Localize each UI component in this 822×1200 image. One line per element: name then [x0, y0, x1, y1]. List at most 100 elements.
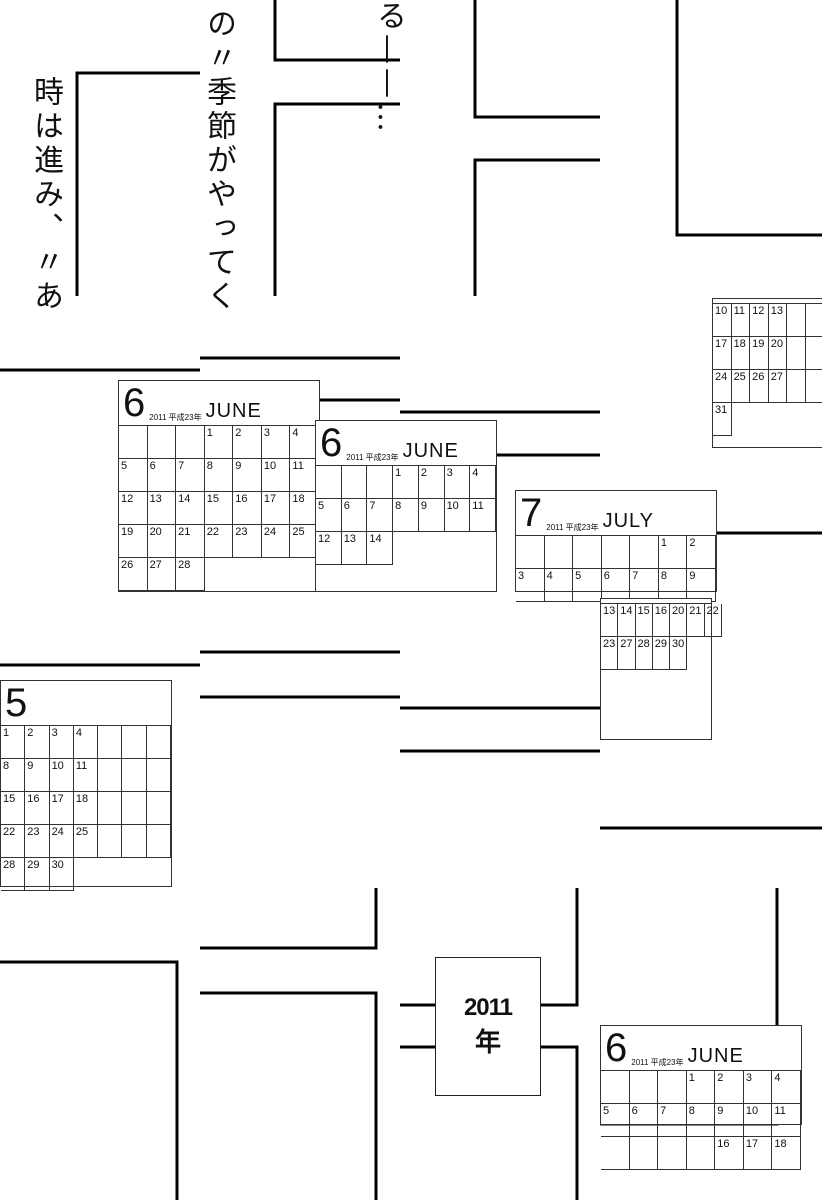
- calendar-day: [119, 426, 148, 459]
- calendar-day: 8: [686, 1104, 716, 1137]
- calendar-day: 30: [670, 637, 688, 670]
- calendar-day: [98, 726, 123, 759]
- calendar-day: [367, 466, 394, 499]
- calendar-day: 1: [204, 426, 234, 459]
- calendar-day: [341, 466, 368, 499]
- calendar-day: 8: [204, 459, 234, 492]
- calendar-year-label: 2011 平成23年: [546, 523, 599, 532]
- year-kanji: 年: [474, 1027, 501, 1057]
- calendar-day: [601, 1071, 630, 1104]
- calendar-day: 17: [261, 492, 291, 525]
- calendar-day: 29: [25, 858, 50, 891]
- calendar-day: [787, 304, 806, 337]
- calendar-day: 1: [686, 1071, 716, 1104]
- calendar-day: [122, 792, 147, 825]
- calendar-day: 10: [743, 1104, 773, 1137]
- calendar-day: [787, 337, 806, 370]
- calendar-day: 10: [444, 499, 471, 532]
- calendar-day: [146, 825, 171, 858]
- calendar-day: 22: [704, 604, 722, 637]
- calendar-day: 27: [618, 637, 636, 670]
- calendar-day: [573, 536, 602, 569]
- year-number: 2011: [463, 994, 513, 1021]
- caption-line-2: の〃季節がやってく: [201, 8, 236, 314]
- calendar-day: 11: [772, 1104, 801, 1137]
- caption-line-3: る——…: [371, 0, 406, 136]
- calendar-day: 8: [393, 499, 419, 532]
- calendar-day: 14: [367, 532, 394, 565]
- calendar-day: 1: [393, 466, 419, 499]
- calendar-month-number: 6: [123, 381, 146, 425]
- calendar-day: 5: [573, 569, 602, 602]
- calendar-day: 13: [768, 304, 788, 337]
- calendar-day: 16: [25, 792, 50, 825]
- calendar-day: [122, 825, 147, 858]
- calendar-day: 28: [1, 858, 26, 891]
- calendar-day: 10: [713, 304, 732, 337]
- calendar-day: 16: [233, 492, 262, 525]
- calendar-day: 3: [516, 569, 545, 602]
- calendar-day: 22: [1, 825, 26, 858]
- calendar-month-name: JUNE: [205, 400, 262, 422]
- calendar-day: 26: [119, 558, 148, 591]
- calendar-day: 9: [25, 759, 50, 792]
- calendar-day: 28: [635, 637, 653, 670]
- calendar-day: 12: [316, 532, 342, 565]
- calendar-day: [805, 337, 822, 370]
- calendar-day: 10: [49, 759, 74, 792]
- calendar-header: 5: [1, 681, 171, 725]
- calendar-day: 2: [687, 536, 716, 569]
- calendar-day: [544, 536, 574, 569]
- calendar-day: 4: [73, 726, 99, 759]
- calendar-day: 24: [713, 370, 732, 403]
- calendar-day: [629, 1071, 659, 1104]
- calendar-day: 6: [629, 1104, 659, 1137]
- calendar-day: [98, 825, 123, 858]
- calendar-day: [601, 536, 631, 569]
- calendar-day: 6: [147, 459, 177, 492]
- calendar-day: 18: [731, 337, 751, 370]
- calendar-day: 4: [544, 569, 574, 602]
- calendar-day: 17: [49, 792, 74, 825]
- calendar-day: 9: [715, 1104, 744, 1137]
- calendar-day: 15: [635, 604, 653, 637]
- calendar-day: 3: [743, 1071, 773, 1104]
- calendar-day: 12: [750, 304, 769, 337]
- calendar-day: 23: [25, 825, 50, 858]
- calendar-month-number: 7: [520, 491, 543, 535]
- calendar-day: 10: [261, 459, 291, 492]
- calendar-day: [122, 759, 147, 792]
- calendar-day: 1: [1, 726, 26, 759]
- calendar-day: [658, 1137, 687, 1170]
- calendar-month-name: JUNE: [687, 1045, 744, 1067]
- calendar-month-number: 6: [320, 421, 343, 465]
- calendar-day: 1: [658, 536, 688, 569]
- calendar-day: 16: [715, 1137, 744, 1170]
- calendar-day: 21: [687, 604, 705, 637]
- calendar-day: 13: [341, 532, 368, 565]
- calendar-day: 29: [652, 637, 670, 670]
- calendar-day: 5: [601, 1104, 630, 1137]
- calendar-day: [122, 726, 147, 759]
- calendar-day: 17: [713, 337, 732, 370]
- calendar-day: [805, 304, 822, 337]
- calendar-year-label: 2011 平成23年: [631, 1058, 684, 1067]
- calendar-day: 31: [713, 403, 732, 436]
- calendar-month-name: JULY: [602, 510, 654, 532]
- calendar-day: 16: [652, 604, 670, 637]
- calendar-month-number: 5: [5, 681, 28, 725]
